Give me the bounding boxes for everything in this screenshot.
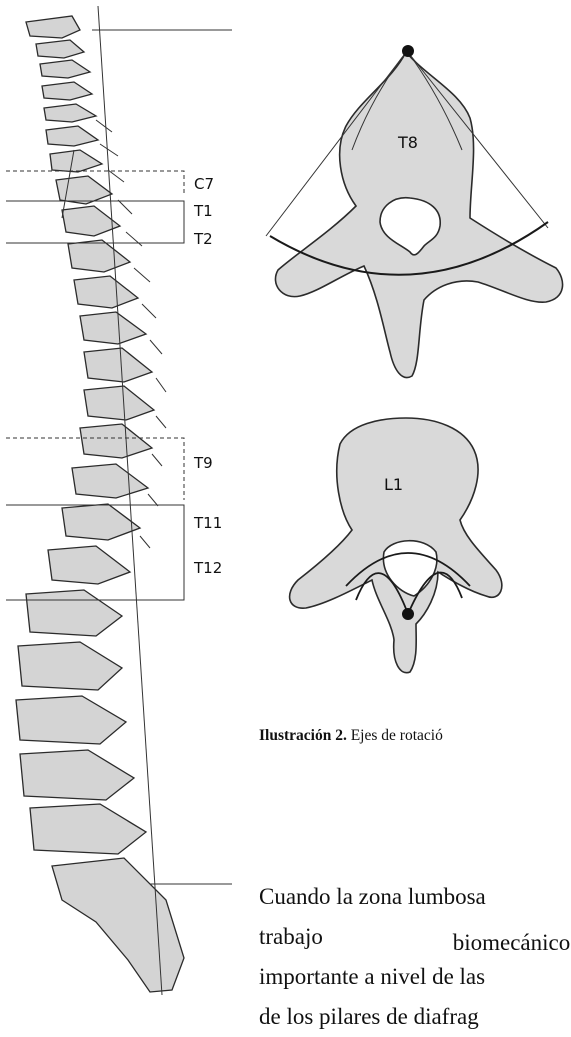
label-t12: T12: [193, 559, 222, 577]
caption-text: Ejes de rotació: [351, 727, 443, 744]
spine-rotation-figure: C7 T1 T2 T9 T11 T12 T8 L1: [0, 0, 571, 1001]
label-l1: L1: [384, 475, 403, 494]
body-line-2: trabajo biomecánico10.: [259, 917, 571, 957]
body-line-2-a: trabajo: [259, 917, 323, 957]
vertebra-t8: [266, 45, 563, 378]
label-t8: T8: [397, 133, 418, 152]
label-c7: C7: [194, 175, 214, 193]
label-t11: T11: [193, 514, 222, 532]
body-line-2-b-wrap: biomecánico10.: [453, 917, 571, 957]
vertebra-l1: [290, 418, 502, 673]
body-line-4: de los pilares de diafrag: [259, 997, 571, 1037]
caption-label: Ilustración 2.: [259, 727, 347, 744]
figure-caption: Ilustración 2. Ejes de rotació: [259, 727, 571, 745]
body-line-3: importante a nivel de las: [259, 957, 571, 997]
body-line-2-b: biomecánico: [453, 930, 571, 955]
label-t2: T2: [193, 230, 213, 248]
body-line-1: Cuando la zona lumbosa: [259, 877, 571, 917]
body-paragraph: Cuando la zona lumbosa trabajo biomecáni…: [259, 877, 571, 1037]
l1-rotation-center-dot: [402, 608, 414, 620]
label-t9: T9: [193, 454, 213, 472]
label-t1: T1: [193, 202, 213, 220]
rotation-center-dot: [402, 45, 414, 57]
spine-column: [16, 16, 184, 992]
